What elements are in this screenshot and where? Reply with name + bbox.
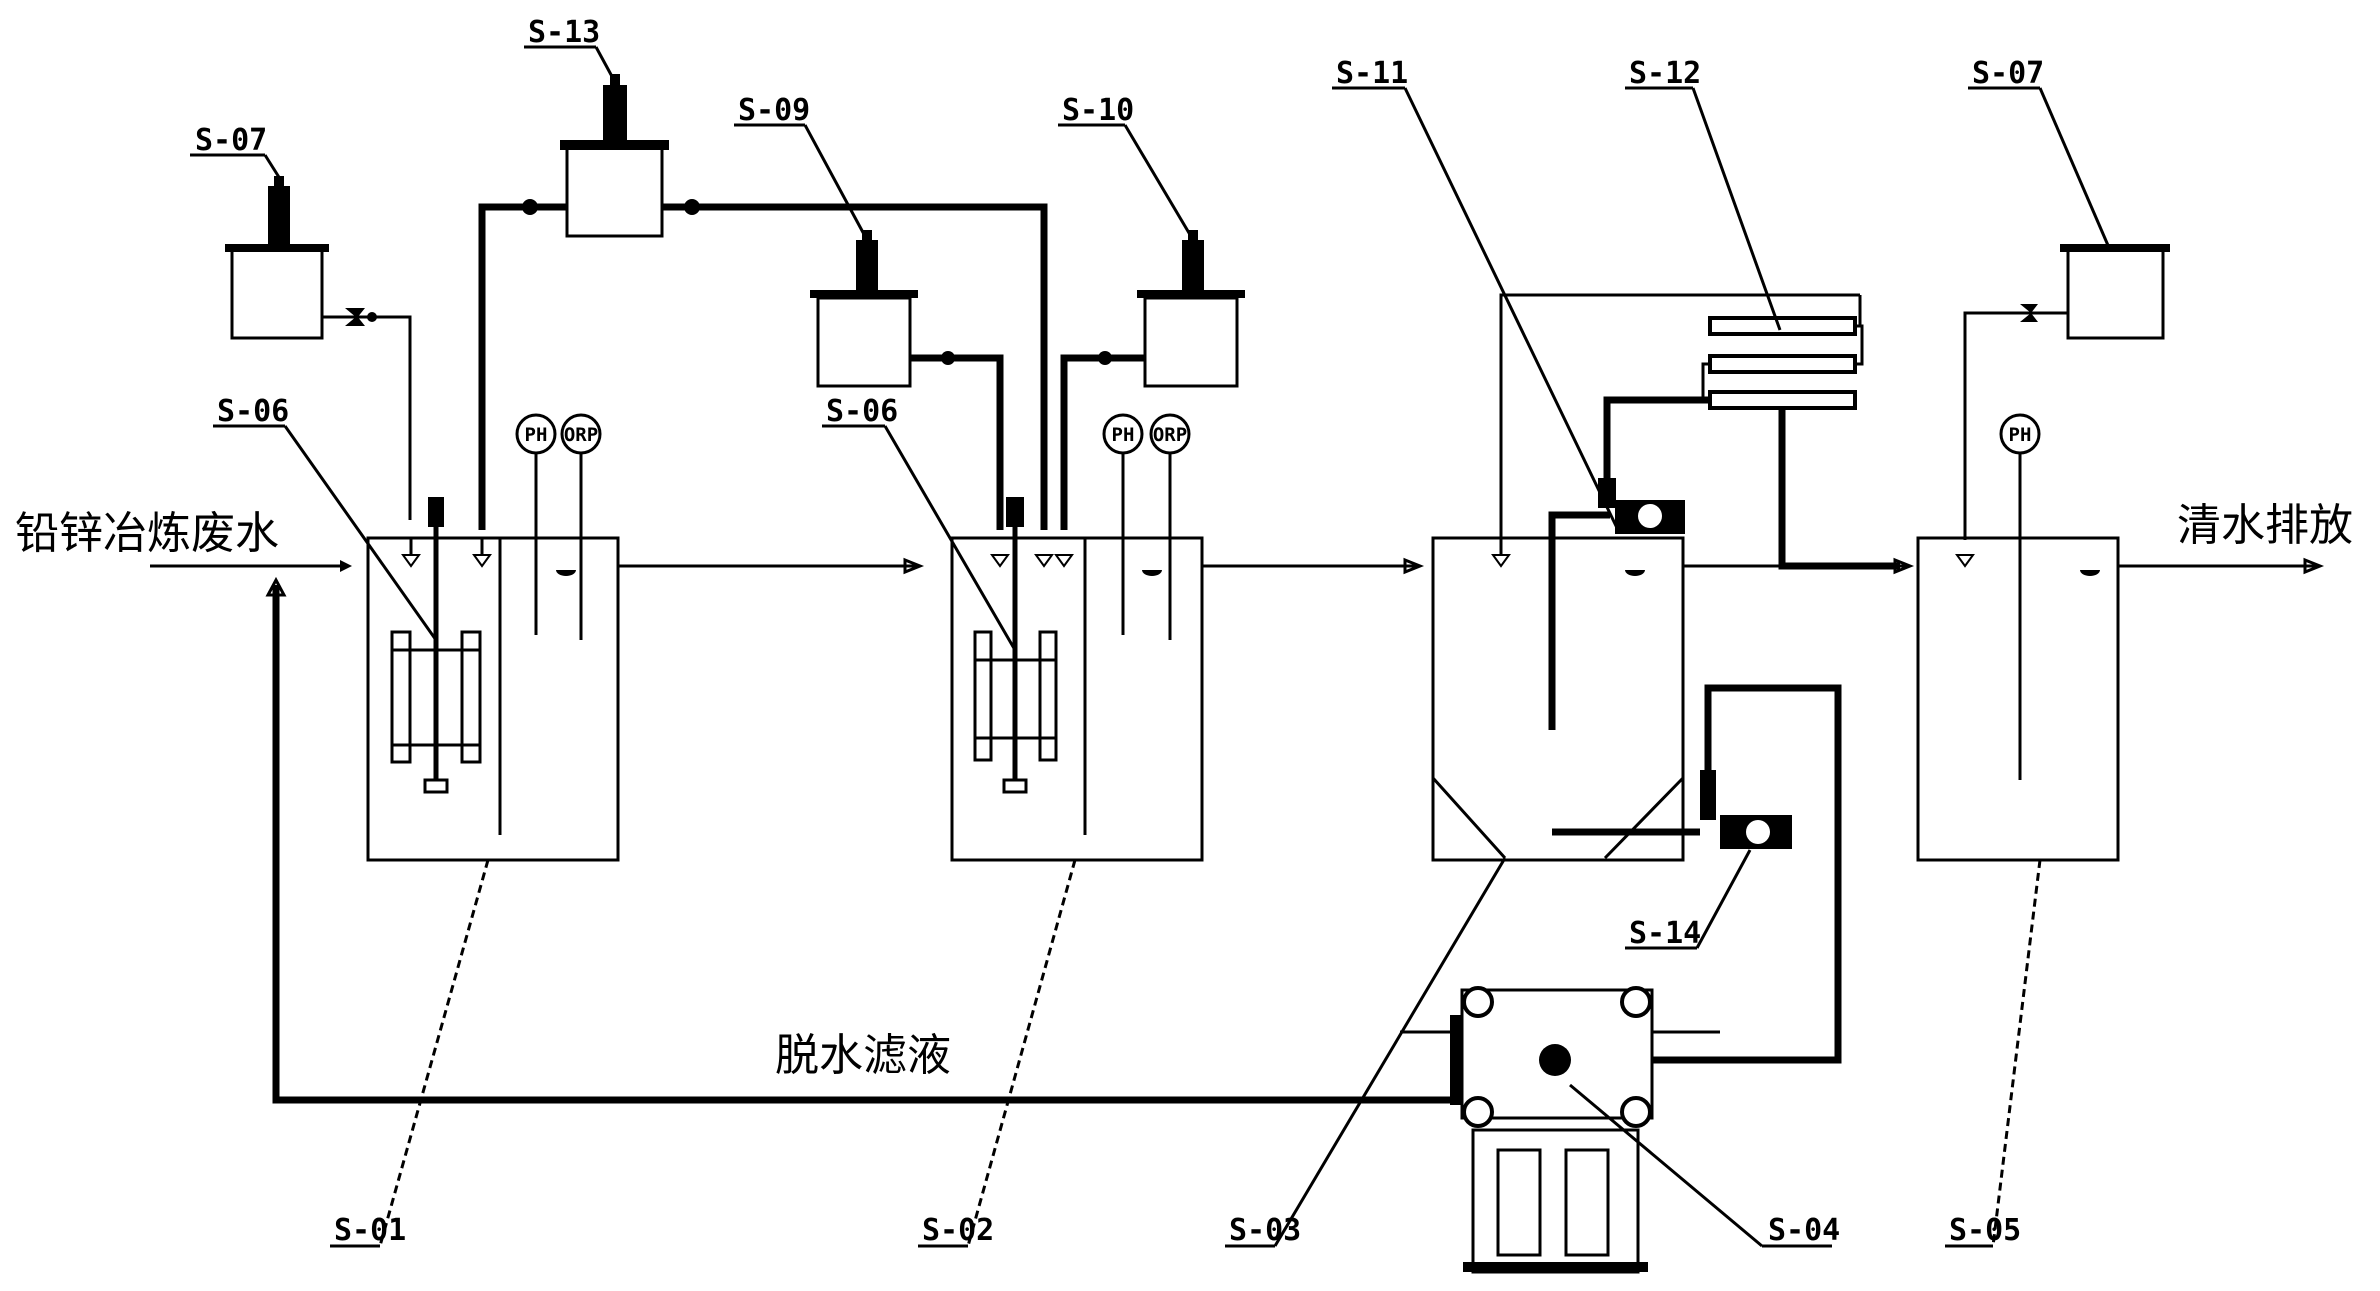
tank-s-02	[950, 497, 1204, 862]
ph-label-s-02: PH	[1112, 424, 1135, 446]
mixer-s-06-a	[390, 497, 482, 794]
dosing-unit-s-07-right	[1963, 244, 2170, 540]
label-s-07-right: S-07	[1972, 56, 2044, 91]
tank-s-01	[366, 497, 620, 862]
leader-lines	[190, 45, 2112, 1248]
label-s-05: S-05	[1949, 1213, 2021, 1248]
instruments-s-01: PH ORP	[515, 413, 602, 538]
pump-s-14	[1630, 684, 1842, 1064]
mixer-s-06-b	[973, 497, 1058, 794]
pump-s-11	[1598, 396, 1710, 534]
ph-label-s-05: PH	[2009, 424, 2032, 446]
orp-label-s-01: ORP	[564, 424, 598, 446]
dosing-unit-s-10	[1060, 230, 1245, 530]
label-s-01: S-01	[334, 1213, 406, 1248]
instruments-s-02: PH ORP	[1102, 413, 1191, 538]
instruments-s-05: PH	[1999, 413, 2041, 455]
dosing-unit-s-09	[810, 230, 1004, 530]
filter-press-s-04	[1400, 986, 1720, 1274]
label-s-10: S-10	[1062, 93, 1134, 128]
filtrate-label: 脱水滤液	[775, 1030, 951, 1081]
label-s-06-b: S-06	[826, 394, 898, 429]
ph-label-s-01: PH	[525, 424, 548, 446]
label-s-09: S-09	[738, 93, 810, 128]
label-s-13: S-13	[528, 15, 600, 50]
label-s-04: S-04	[1768, 1213, 1840, 1248]
label-s-06-a: S-06	[217, 394, 289, 429]
label-s-11: S-11	[1336, 56, 1408, 91]
orp-label-s-02: ORP	[1153, 424, 1187, 446]
tank-s-05	[1916, 453, 2120, 862]
label-s-02: S-02	[922, 1213, 994, 1248]
label-s-03: S-03	[1229, 1213, 1301, 1248]
label-s-07-left: S-07	[195, 123, 267, 158]
output-label: 清水排放	[2177, 500, 2353, 551]
heat-exchanger-s-12	[1701, 295, 1900, 570]
dosing-unit-s-07-left	[225, 176, 412, 520]
filtrate-return-line	[265, 576, 1462, 1104]
label-s-14: S-14	[1629, 916, 1701, 951]
dosing-unit-s-13	[478, 74, 1048, 530]
label-s-12: S-12	[1629, 56, 1701, 91]
input-label: 铅锌冶炼废水	[15, 508, 279, 559]
tank-s-03	[1431, 293, 1860, 862]
